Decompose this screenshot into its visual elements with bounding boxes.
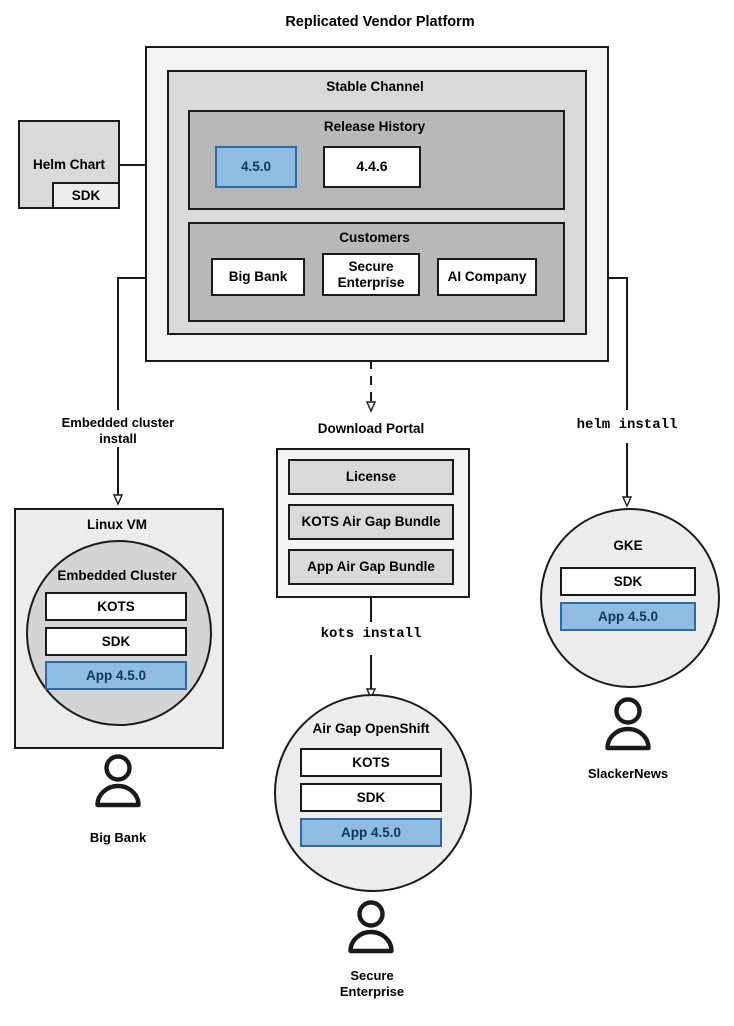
owner-label-slackernews: SlackerNews bbox=[587, 766, 669, 781]
customer-ai-company[interactable]: AI Company bbox=[437, 258, 537, 296]
component-label: SDK bbox=[613, 573, 643, 589]
air-gap-openshift-title: Air Gap OpenShift bbox=[312, 721, 430, 736]
helm-chart-sdk-label: SDK bbox=[71, 187, 101, 203]
user-avatar-secure-enterprise bbox=[348, 900, 394, 954]
customer-name-label: AI Company bbox=[447, 269, 527, 285]
component-label: App 4.5.0 bbox=[85, 667, 147, 683]
component-label: KOTS bbox=[97, 598, 135, 614]
gke-circle bbox=[540, 508, 720, 688]
embedded-cluster-title: Embedded Cluster bbox=[57, 568, 177, 583]
customer-name-label: Secure Enterprise bbox=[337, 259, 405, 290]
flow-label-embedded-cluster-install: Embedded cluster install bbox=[61, 415, 175, 446]
avatar-body bbox=[348, 929, 394, 954]
component-label: App 4.5.0 bbox=[340, 824, 402, 840]
portal-item-label: KOTS Air Gap Bundle bbox=[301, 514, 441, 530]
avatar-head bbox=[614, 697, 642, 725]
gke-component-sdk[interactable]: SDK bbox=[560, 567, 696, 596]
portal-item-license[interactable]: License bbox=[288, 459, 454, 495]
release-history-title: Release History bbox=[323, 119, 426, 134]
release-version-label: 4.4.6 bbox=[356, 158, 388, 175]
portal-item-label: License bbox=[345, 469, 397, 485]
user-avatar-big-bank bbox=[95, 754, 141, 808]
customer-name-label: Big Bank bbox=[228, 269, 288, 285]
release-4-5-0[interactable]: 4.5.0 bbox=[215, 146, 297, 188]
gke-component-app[interactable]: App 4.5.0 bbox=[560, 602, 696, 631]
avatar-body bbox=[95, 783, 141, 808]
openshift-component-sdk[interactable]: SDK bbox=[300, 783, 442, 812]
portal-item-app-air-gap-bundle[interactable]: App Air Gap Bundle bbox=[288, 549, 454, 585]
helm-chart-sdk-box[interactable]: SDK bbox=[52, 182, 120, 209]
flow-label-kots-install: kots install bbox=[320, 626, 422, 642]
linux-vm-component-kots[interactable]: KOTS bbox=[45, 592, 187, 621]
avatar-body bbox=[605, 726, 651, 751]
openshift-component-app[interactable]: App 4.5.0 bbox=[300, 818, 442, 847]
portal-item-kots-air-gap-bundle[interactable]: KOTS Air Gap Bundle bbox=[288, 504, 454, 540]
component-label: App 4.5.0 bbox=[597, 608, 659, 624]
flow-label-helm-install: helm install bbox=[576, 417, 678, 433]
page-title: Replicated Vendor Platform bbox=[285, 14, 475, 30]
linux-vm-component-app[interactable]: App 4.5.0 bbox=[45, 661, 187, 690]
release-4-4-6[interactable]: 4.4.6 bbox=[323, 146, 421, 188]
openshift-component-kots[interactable]: KOTS bbox=[300, 748, 442, 777]
customer-secure-enterprise[interactable]: Secure Enterprise bbox=[322, 253, 420, 296]
stable-channel-title: Stable Channel bbox=[326, 79, 424, 94]
linux-vm-component-sdk[interactable]: SDK bbox=[45, 627, 187, 656]
release-version-label: 4.5.0 bbox=[240, 159, 272, 175]
user-avatar-slackernews bbox=[605, 697, 651, 751]
gke-title: GKE bbox=[613, 538, 643, 553]
owner-label-secure-enterprise: Secure Enterprise bbox=[339, 968, 405, 999]
avatar-head bbox=[357, 900, 385, 928]
component-label: SDK bbox=[356, 789, 386, 805]
component-label: SDK bbox=[101, 633, 131, 649]
portal-item-label: App Air Gap Bundle bbox=[307, 559, 435, 575]
component-label: KOTS bbox=[352, 754, 390, 770]
helm-chart-box[interactable]: Helm Chart bbox=[18, 120, 120, 209]
avatar-head bbox=[104, 754, 132, 782]
owner-label-big-bank: Big Bank bbox=[89, 830, 147, 845]
linux-vm-title: Linux VM bbox=[87, 517, 147, 532]
download-portal-title: Download Portal bbox=[317, 421, 425, 436]
helm-chart-label: Helm Chart bbox=[32, 156, 105, 172]
customers-title: Customers bbox=[339, 230, 410, 245]
customer-big-bank[interactable]: Big Bank bbox=[211, 258, 305, 296]
